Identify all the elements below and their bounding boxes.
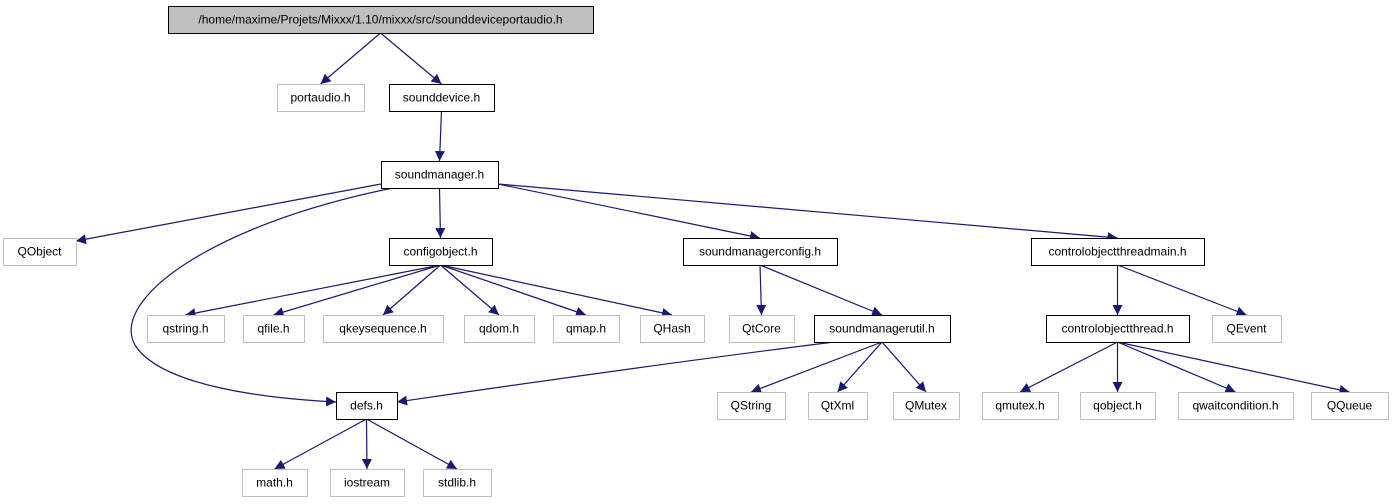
node-qhash[interactable]: QHash <box>640 315 705 343</box>
node-label: soundmanagerconfig.h <box>699 245 821 259</box>
node-label: qmutex.h <box>995 399 1044 413</box>
edge-root-to-portaudio <box>320 32 381 85</box>
edge-configobject-to-qmap_h <box>440 264 587 317</box>
edge-defs-to-iostream <box>361 418 372 470</box>
node-label: sounddevice.h <box>403 91 480 105</box>
node-qmutex-class[interactable]: QMutex <box>893 392 960 420</box>
node-label: controlobjectthreadmain.h <box>1048 245 1186 259</box>
node-label: qdom.h <box>479 322 519 336</box>
node-qtcore[interactable]: QtCore <box>729 315 795 343</box>
node-label: QtXml <box>821 399 854 413</box>
edge-configobject-to-qdom_h <box>440 264 500 316</box>
edge-soundmanager-to-qobject_cls <box>75 183 382 245</box>
node-iostream[interactable]: iostream <box>330 469 405 497</box>
node-qmutex-h[interactable]: qmutex.h <box>982 392 1059 420</box>
node-qstring-class[interactable]: QString <box>717 392 786 420</box>
node-label: soundmanager.h <box>395 168 484 182</box>
edge-defs-to-math_h <box>274 418 367 470</box>
edge-controlobjectthread-to-qqueue <box>1117 341 1350 395</box>
edge-soundmanagerutil-to-defs <box>396 341 835 406</box>
edge-soundmanagerutil-to-qtxml <box>837 341 883 393</box>
edge-controlobjectthread-to-qmutex_h <box>1019 341 1118 393</box>
node-qqueue[interactable]: QQueue <box>1311 392 1389 420</box>
edges-layer <box>75 32 1350 470</box>
node-label: QQueue <box>1327 399 1373 413</box>
node-qmap-h[interactable]: qmap.h <box>553 315 620 343</box>
edge-soundmanagerutil-to-qmutex_cls <box>881 341 927 393</box>
node-label: defs.h <box>350 399 383 413</box>
edge-configobject-to-qhash <box>440 264 673 318</box>
node-portaudio-h[interactable]: portaudio.h <box>277 84 365 112</box>
node-label: qfile.h <box>257 322 289 336</box>
edge-soundmanagerutil-to-qstring_cls <box>750 341 883 394</box>
node-sounddevice-h[interactable]: sounddevice.h <box>389 84 495 112</box>
node-label: configobject.h <box>403 245 477 259</box>
node-label: QHash <box>653 322 690 336</box>
node-qwaitcondition-h[interactable]: qwaitcondition.h <box>1178 392 1294 420</box>
edge-sounddevice-to-soundmanager <box>434 110 445 162</box>
node-defs-h[interactable]: defs.h <box>336 392 398 420</box>
node-soundmanager-h[interactable]: soundmanager.h <box>381 161 499 189</box>
node-label: QString <box>731 399 772 413</box>
node-label: QEvent <box>1226 322 1267 336</box>
node-soundmanagerconfig-h[interactable]: soundmanagerconfig.h <box>683 238 838 266</box>
node-stdlib-h[interactable]: stdlib.h <box>423 469 492 497</box>
node-label: qmap.h <box>566 322 606 336</box>
node-label: qwaitcondition.h <box>1192 399 1278 413</box>
node-label: controlobjectthread.h <box>1061 322 1173 336</box>
edge-configobject-to-qkeysequence_h <box>382 264 441 316</box>
node-qobject-class[interactable]: QObject <box>3 238 77 266</box>
edge-root-to-sounddevice <box>380 32 442 85</box>
node-label: stdlib.h <box>438 476 476 490</box>
edge-controlobjectthreadmain-to-qevent <box>1117 264 1247 317</box>
node-label: math.h <box>256 476 293 490</box>
node-qobject-h[interactable]: qobject.h <box>1080 392 1156 420</box>
edge-soundmanager-to-soundmanagerconfig <box>497 183 761 241</box>
edge-controlobjectthread-to-qwaitcondition_h <box>1117 341 1236 393</box>
node-soundmanagerutil-h[interactable]: soundmanagerutil.h <box>814 315 951 343</box>
node-controlobjectthreadmain-h[interactable]: controlobjectthreadmain.h <box>1031 238 1205 266</box>
node-label: soundmanagerutil.h <box>829 322 934 336</box>
node-root-sounddeviceportaudio[interactable]: /home/maxime/Projets/Mixxx/1.10/mixxx/sr… <box>168 6 594 34</box>
edge-soundmanagerconfig-to-soundmanagerutil <box>759 264 883 316</box>
edge-soundmanagerconfig-to-qtcore <box>756 264 767 316</box>
node-label: qobject.h <box>1093 399 1142 413</box>
node-qkeysequence-h[interactable]: qkeysequence.h <box>323 315 444 343</box>
node-label: QtCore <box>742 322 781 336</box>
node-qevent[interactable]: QEvent <box>1212 315 1282 343</box>
edge-soundmanager-to-defs <box>130 187 394 407</box>
node-configobject-h[interactable]: configobject.h <box>389 238 493 266</box>
node-label: QObject <box>17 245 62 259</box>
node-qdom-h[interactable]: qdom.h <box>464 315 535 343</box>
node-math-h[interactable]: math.h <box>242 469 308 497</box>
edge-soundmanager-to-controlobjectthreadmain <box>497 183 1118 243</box>
edge-soundmanager-to-configobject <box>435 187 446 239</box>
edge-configobject-to-qstring_h <box>185 264 441 318</box>
node-label: iostream <box>344 476 390 490</box>
node-label: /home/maxime/Projets/Mixxx/1.10/mixxx/sr… <box>198 13 562 27</box>
node-qfile-h[interactable]: qfile.h <box>243 315 305 343</box>
edge-configobject-to-qfile_h <box>273 264 441 317</box>
node-qtxml[interactable]: QtXml <box>808 392 868 420</box>
node-controlobjectthread-h[interactable]: controlobjectthread.h <box>1046 315 1190 343</box>
node-qstring-h[interactable]: qstring.h <box>147 315 225 343</box>
node-label: qkeysequence.h <box>339 322 426 336</box>
nodes-layer: /home/maxime/Projets/Mixxx/1.10/mixxx/sr… <box>3 6 1389 497</box>
node-label: portaudio.h <box>290 91 350 105</box>
edge-defs-to-stdlib_h <box>366 418 458 470</box>
node-label: QMutex <box>905 399 947 413</box>
node-label: qstring.h <box>162 322 208 336</box>
